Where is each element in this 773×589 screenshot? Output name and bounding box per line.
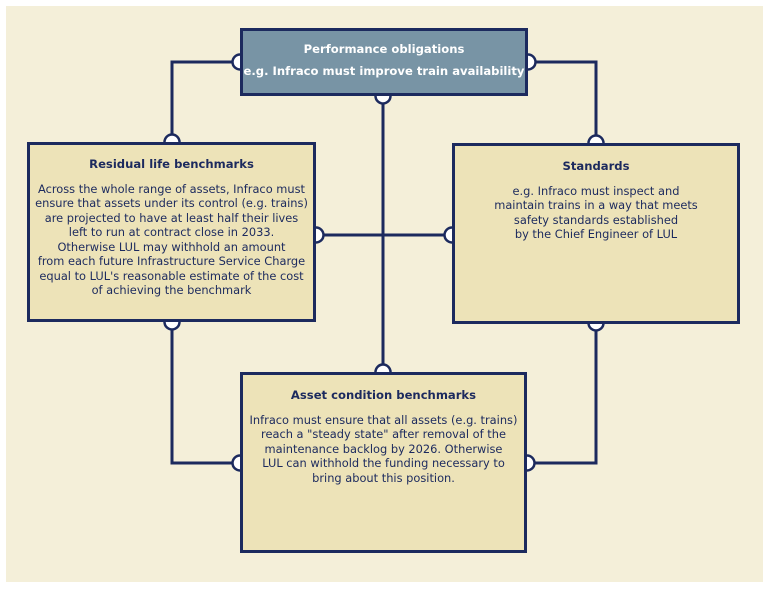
residual-life-benchmarks-title: Residual life benchmarks bbox=[89, 157, 254, 171]
standards-box: Standards e.g. Infraco must inspect and … bbox=[452, 143, 740, 324]
asset-condition-benchmarks-title: Asset condition benchmarks bbox=[290, 388, 477, 402]
performance-obligations-box: Performance obligations e.g. Infraco mus… bbox=[240, 28, 528, 96]
performance-obligations-title: Performance obligations bbox=[303, 42, 465, 56]
connector-standards-asset bbox=[527, 324, 598, 465]
standards-text: e.g. Infraco must inspect and maintain t… bbox=[494, 183, 698, 242]
connector-perf-standards bbox=[528, 60, 598, 143]
connector-perf-residual bbox=[170, 60, 240, 142]
residual-life-benchmarks-text: Across the whole range of assets, Infrac… bbox=[35, 181, 308, 298]
asset-condition-benchmarks-text: Infraco must ensure that all assets (e.g… bbox=[249, 412, 518, 485]
residual-life-benchmarks-box: Residual life benchmarks Across the whol… bbox=[27, 142, 316, 322]
standards-title: Standards bbox=[562, 159, 630, 173]
connector-residual-asset bbox=[170, 322, 240, 465]
asset-condition-benchmarks-box: Asset condition benchmarks Infraco must … bbox=[240, 372, 527, 553]
performance-obligations-text: e.g. Infraco must improve train availabi… bbox=[243, 63, 525, 78]
